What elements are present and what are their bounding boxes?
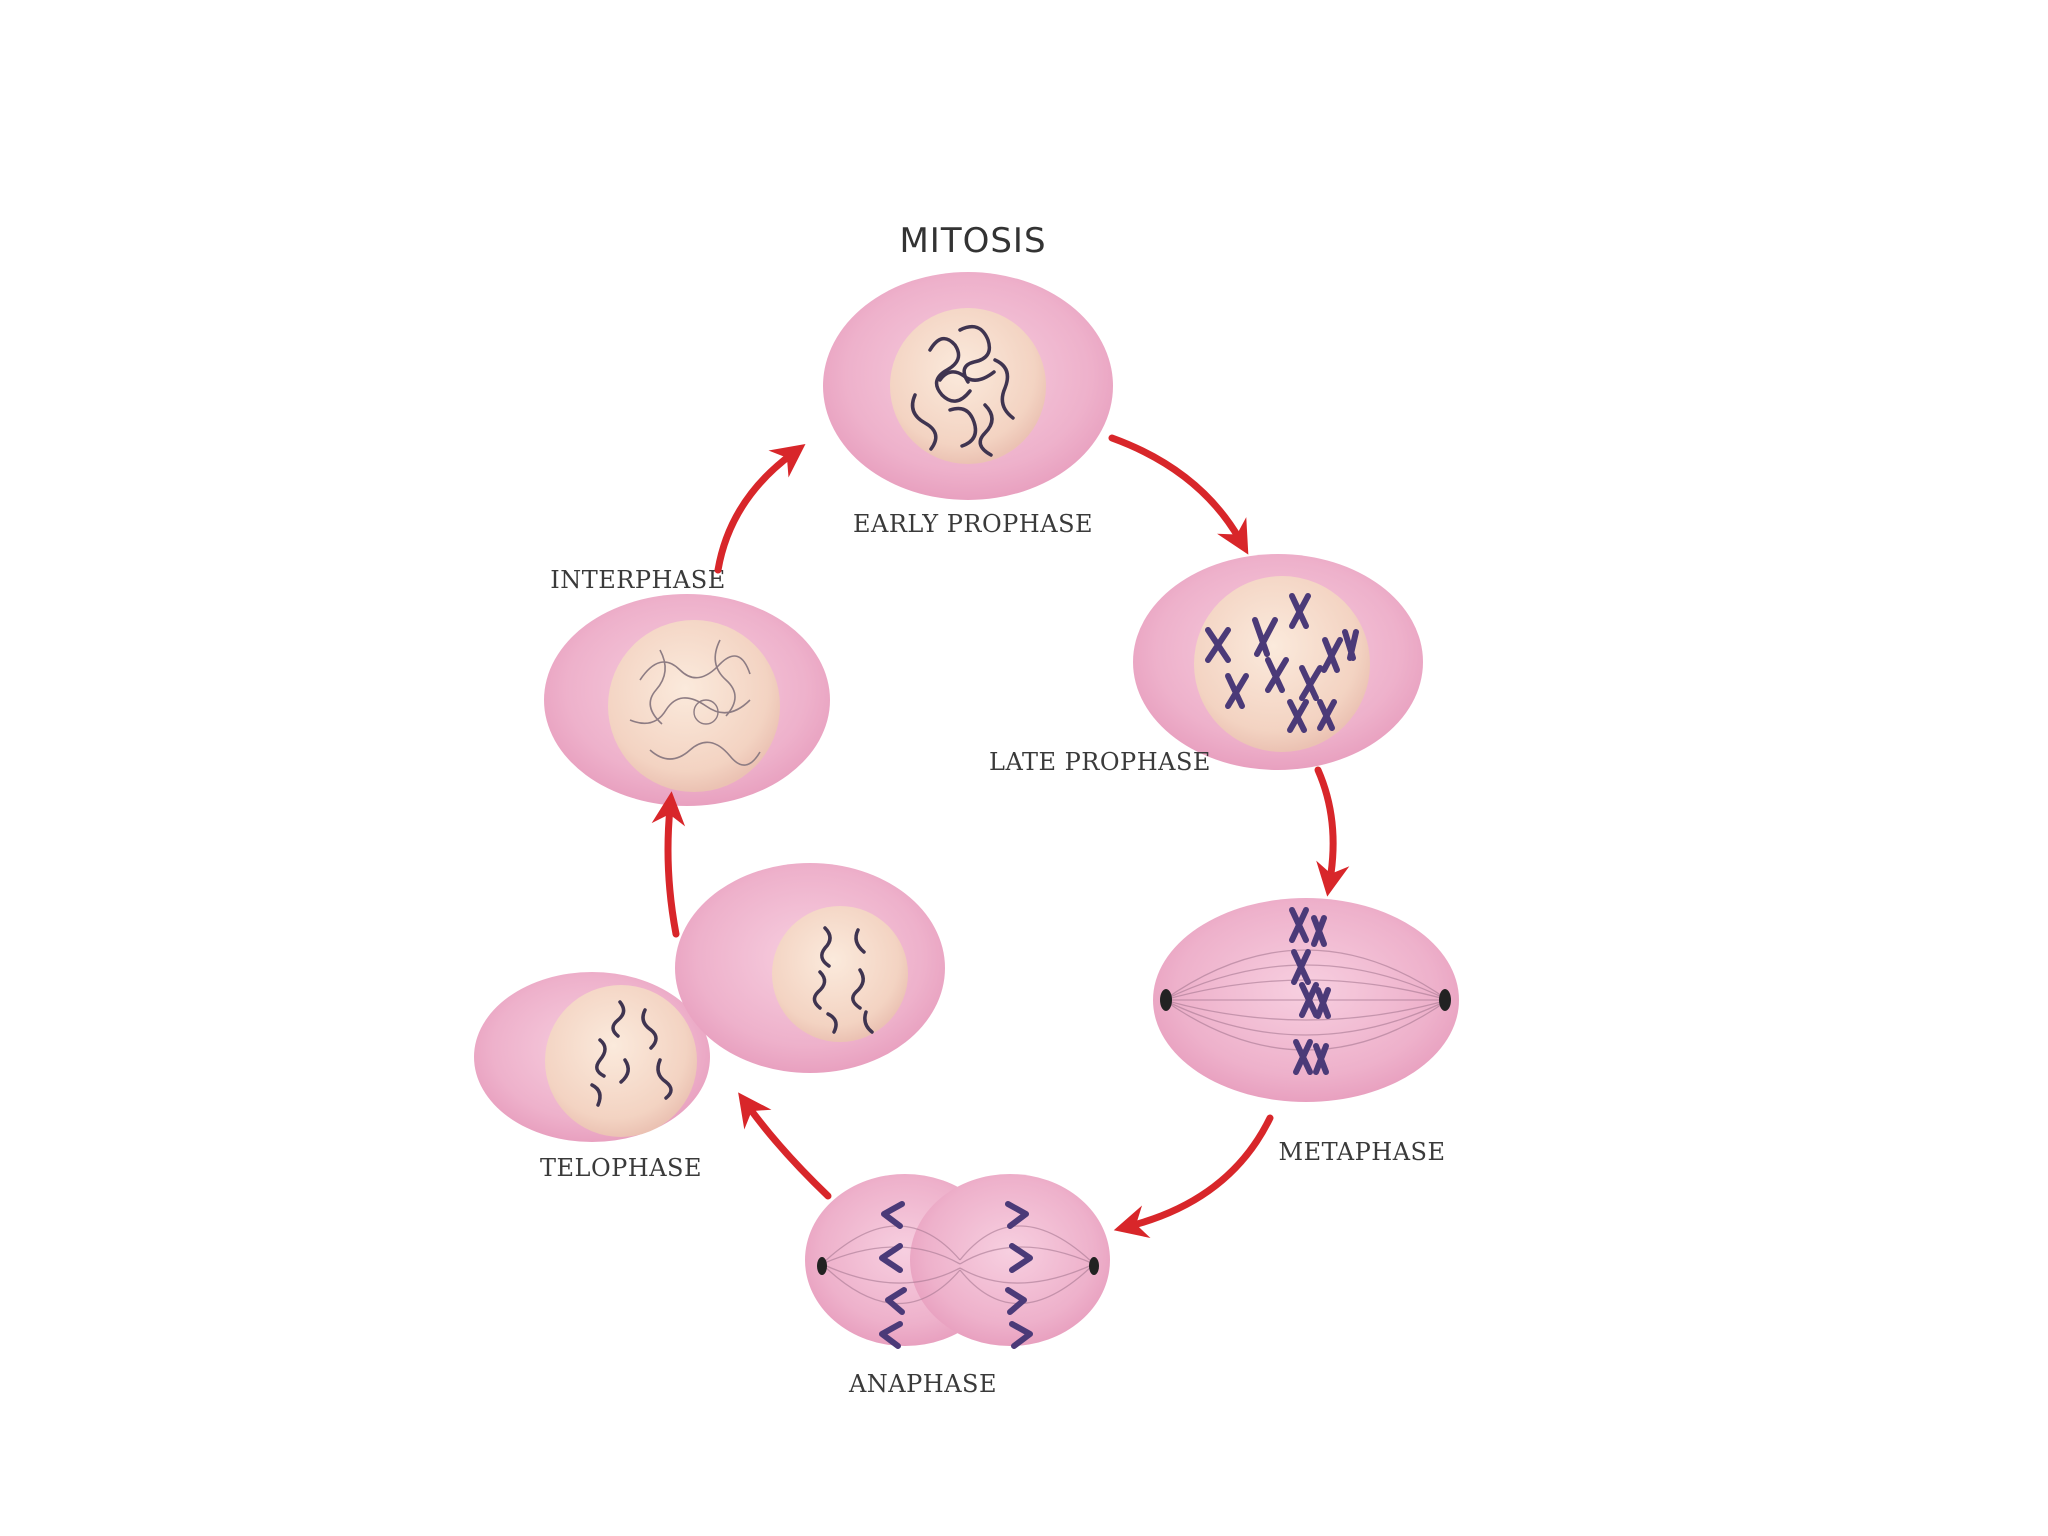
arrow-anaphase-to-telophase [738, 1092, 832, 1200]
metaphase-cell [1153, 898, 1459, 1102]
centrosome-left [817, 1257, 827, 1275]
telophase-cells [474, 863, 945, 1142]
label-early-prophase: EARLY PROPHASE [853, 510, 1093, 538]
anaphase-cell [805, 1174, 1110, 1349]
centrosome-right [1089, 1257, 1099, 1275]
arrow-telophase-to-interphase [651, 791, 686, 938]
label-telophase: TELOPHASE [540, 1154, 702, 1182]
late-prophase-cell [1133, 554, 1423, 770]
metaphase-chromosomes [1289, 907, 1331, 1075]
diagram-title: MITOSIS [899, 221, 1046, 261]
arrow-interphase-to-early-prophase [714, 443, 806, 574]
early-prophase-cell [823, 272, 1113, 500]
cycle-arrows [651, 434, 1350, 1239]
arrow-early-to-late-prophase [1108, 434, 1249, 555]
arrow-metaphase-to-anaphase [1113, 1114, 1274, 1239]
anaphase-chromosomes [879, 1201, 1033, 1349]
interphase-cell [544, 594, 830, 806]
telophase-chromosomes [590, 926, 874, 1107]
label-late-prophase: LATE PROPHASE [989, 748, 1211, 776]
label-metaphase: METAPHASE [1279, 1138, 1446, 1166]
centrosome-left [1160, 989, 1172, 1011]
label-anaphase: ANAPHASE [848, 1370, 997, 1398]
late-prophase-chromosomes [1205, 593, 1359, 733]
early-prophase-chromatin [910, 324, 1015, 457]
interphase-chromatin [629, 639, 761, 766]
centrosome-right [1439, 989, 1451, 1011]
label-interphase: INTERPHASE [550, 566, 725, 594]
arrow-late-prophase-to-metaphase [1314, 766, 1350, 897]
